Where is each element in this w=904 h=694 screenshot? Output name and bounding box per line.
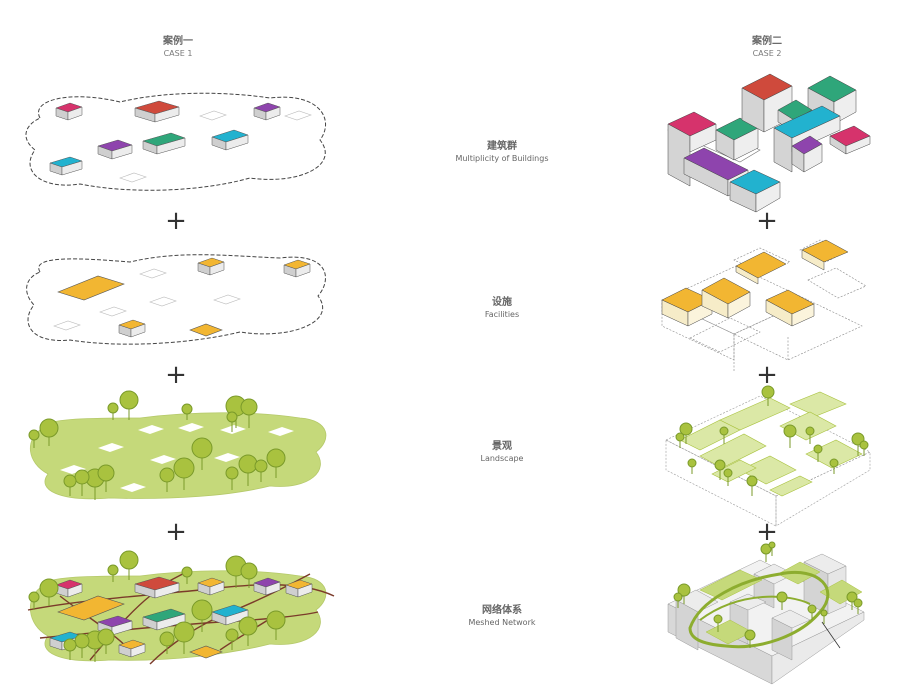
- case1-network-building-yellow-1: [197, 577, 225, 596]
- case1-network-building-cyan: [211, 604, 249, 626]
- case1-network-facility-yellow-flat: [189, 645, 223, 659]
- layer-label-buildings-en: Multiplicity of Buildings: [455, 154, 549, 163]
- case1-building-red: [134, 100, 180, 123]
- case2-header: 案例二 CASE 2: [707, 35, 827, 59]
- case2-facility-yellow-3: [735, 251, 787, 285]
- case1-facility-yellow-1: [197, 257, 225, 276]
- case1-subtitle: CASE 1: [163, 49, 193, 58]
- layer-label-network-en: Meshed Network: [468, 618, 536, 627]
- case1-title: 案例一: [163, 36, 193, 47]
- plus-sign-case1-1: +: [165, 206, 187, 236]
- layer-label-network-zh: 网络体系: [482, 605, 522, 616]
- layer-label-landscape-en: Landscape: [480, 454, 524, 463]
- case1-network-building-red: [134, 576, 180, 599]
- case1-network-building-purple-small: [253, 577, 281, 596]
- case2-building-red-tall: [741, 73, 793, 133]
- case1-network-facility-yellow: [57, 595, 125, 621]
- case1-empty-plot: [149, 296, 177, 307]
- case1-building-green: [142, 132, 186, 155]
- layer-label-facilities-zh: 设施: [492, 297, 512, 308]
- case1-courtyards: [60, 423, 294, 492]
- case1-network-building-magenta: [55, 579, 83, 598]
- plus-sign-case1-2: +: [165, 360, 187, 390]
- plus-sign-case1-3: +: [165, 517, 187, 547]
- case1-empty-plot: [284, 110, 312, 121]
- case2-network-path-inner: [699, 595, 811, 621]
- case2-subtitle: CASE 2: [752, 49, 782, 58]
- case2-network-path: [688, 571, 830, 649]
- case2-building-green-left: [715, 117, 759, 161]
- layer-label-landscape-zh: 景观: [492, 441, 512, 452]
- case1-empty-plot: [139, 268, 167, 279]
- case1-building-cyan-small: [49, 156, 83, 176]
- case2-buildings-layer: [667, 73, 871, 213]
- case2-facility-yellow-4: [801, 239, 849, 271]
- case1-facility-yellow-3: [118, 319, 146, 338]
- layer-label-facilities: 设施 Facilities: [432, 296, 572, 320]
- case1-empty-plot: [119, 172, 147, 183]
- case2-landscape-layer: [665, 385, 871, 527]
- case2-network-green-roofs: [699, 561, 863, 645]
- case1-buildings-layer: [25, 92, 326, 191]
- case1-network-building-yellow-2: [285, 579, 313, 598]
- case1-facility-yellow-large: [57, 275, 125, 301]
- case2-facility-yellow-5: [765, 289, 815, 327]
- case1-trees: [28, 390, 286, 500]
- layer-label-buildings-zh: 建筑群: [487, 141, 517, 152]
- plus-sign-case2-2: +: [756, 360, 778, 390]
- case2-building-cyan-low: [729, 169, 781, 213]
- case2-network-pointer-line: [821, 621, 841, 649]
- case2-title: 案例二: [752, 36, 782, 47]
- case2-network-layer: [667, 541, 865, 685]
- case1-empty-plot: [199, 110, 227, 121]
- case1-facility-yellow-flat: [189, 323, 223, 337]
- plus-sign-case2-3: +: [756, 517, 778, 547]
- case2-landscape-wireframe: [665, 395, 871, 527]
- case2-facilities-layer: [661, 239, 867, 372]
- case1-landscape-layer: [28, 390, 327, 500]
- case2-green-planes: [679, 391, 863, 497]
- layer-label-facilities-en: Facilities: [484, 310, 520, 319]
- case2-landscape-trees: [675, 385, 869, 496]
- case2-facility-yellow-2: [701, 277, 751, 319]
- case1-network-trees: [28, 550, 286, 662]
- layer-label-network: 网络体系 Meshed Network: [432, 604, 572, 628]
- case2-building-purple-small: [791, 135, 823, 173]
- case1-network-building-green: [142, 608, 186, 631]
- case2-building-magenta-right: [829, 125, 871, 155]
- case2-network-trees: [673, 541, 863, 648]
- case1-building-magenta: [55, 102, 83, 121]
- plus-sign-case2-1: +: [756, 206, 778, 236]
- case2-network-massing: [667, 553, 865, 685]
- case1-building-purple-small: [253, 102, 281, 121]
- case1-header: 案例一 CASE 1: [118, 35, 238, 59]
- case1-empty-plot: [99, 306, 127, 317]
- case1-network-building-yellow-3: [118, 639, 146, 658]
- case1-network-layer: [27, 550, 335, 665]
- case1-building-purple: [97, 139, 133, 160]
- case1-facilities-layer: [26, 254, 326, 345]
- layer-label-buildings: 建筑群 Multiplicity of Buildings: [432, 140, 572, 164]
- case1-facility-yellow-2: [283, 259, 311, 278]
- case1-building-cyan: [211, 129, 249, 151]
- case1-facilities-site-outline: [26, 254, 326, 345]
- layer-label-landscape: 景观 Landscape: [432, 440, 572, 464]
- case1-empty-plot: [53, 320, 81, 331]
- case1-empty-plot: [213, 294, 241, 305]
